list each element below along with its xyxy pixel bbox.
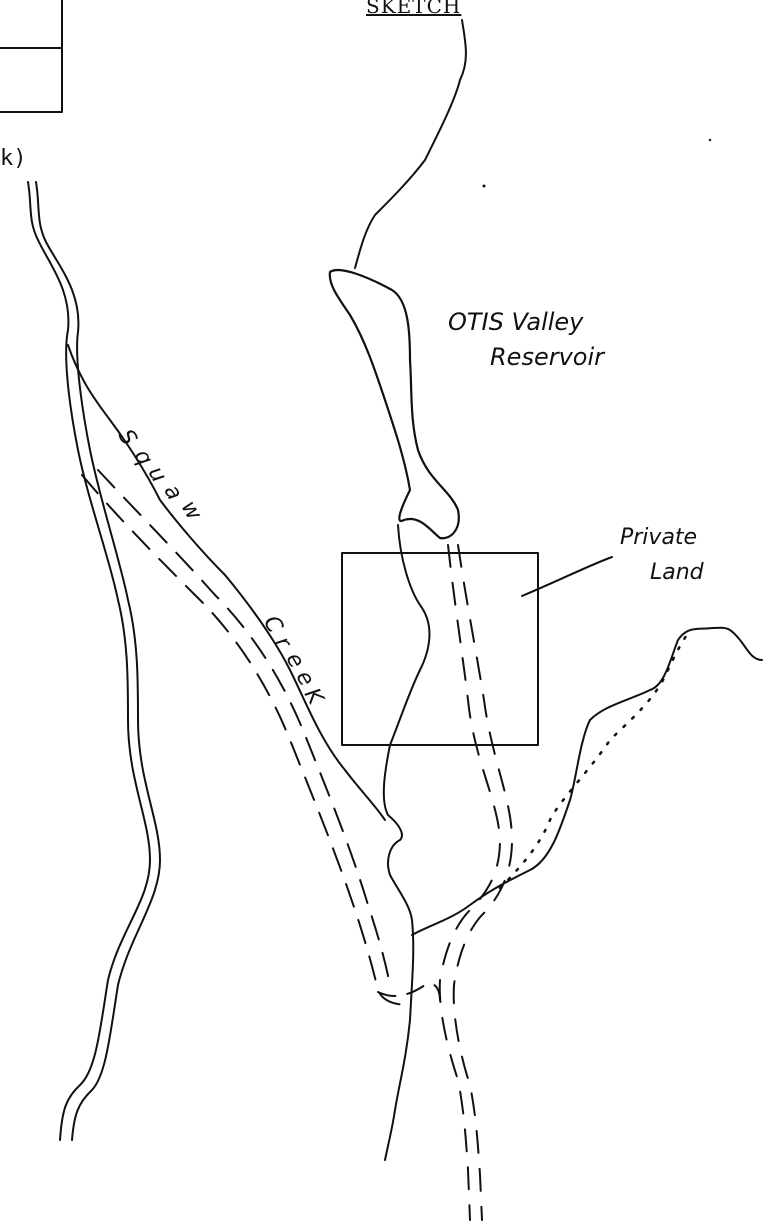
legend-box [0, 0, 63, 113]
map-dot [482, 184, 486, 188]
dashed-road-left [81, 469, 411, 1006]
corner-fragment-label: k) [0, 146, 27, 171]
dotted-trail [498, 628, 692, 890]
dashed-road-center [438, 544, 513, 1221]
private-land-boundary [341, 552, 539, 746]
left-river [27, 181, 161, 1141]
map-title: SKETCH [366, 0, 462, 18]
squaw-creek-line [67, 344, 386, 821]
private-land-leader [521, 556, 613, 597]
private-land-label-line2: Land [650, 560, 704, 585]
reservoir-label-line1: OTIS Valley [448, 308, 584, 336]
reservoir-outline [328, 268, 460, 540]
private-land-label-line1: Private [620, 525, 698, 550]
map-dot [708, 138, 712, 142]
road-junction [377, 982, 441, 1001]
outlet-stream [382, 524, 431, 1161]
inlet-stream [354, 19, 467, 269]
right-stream [411, 626, 763, 936]
reservoir-label-line2: Reservoir [490, 343, 604, 371]
